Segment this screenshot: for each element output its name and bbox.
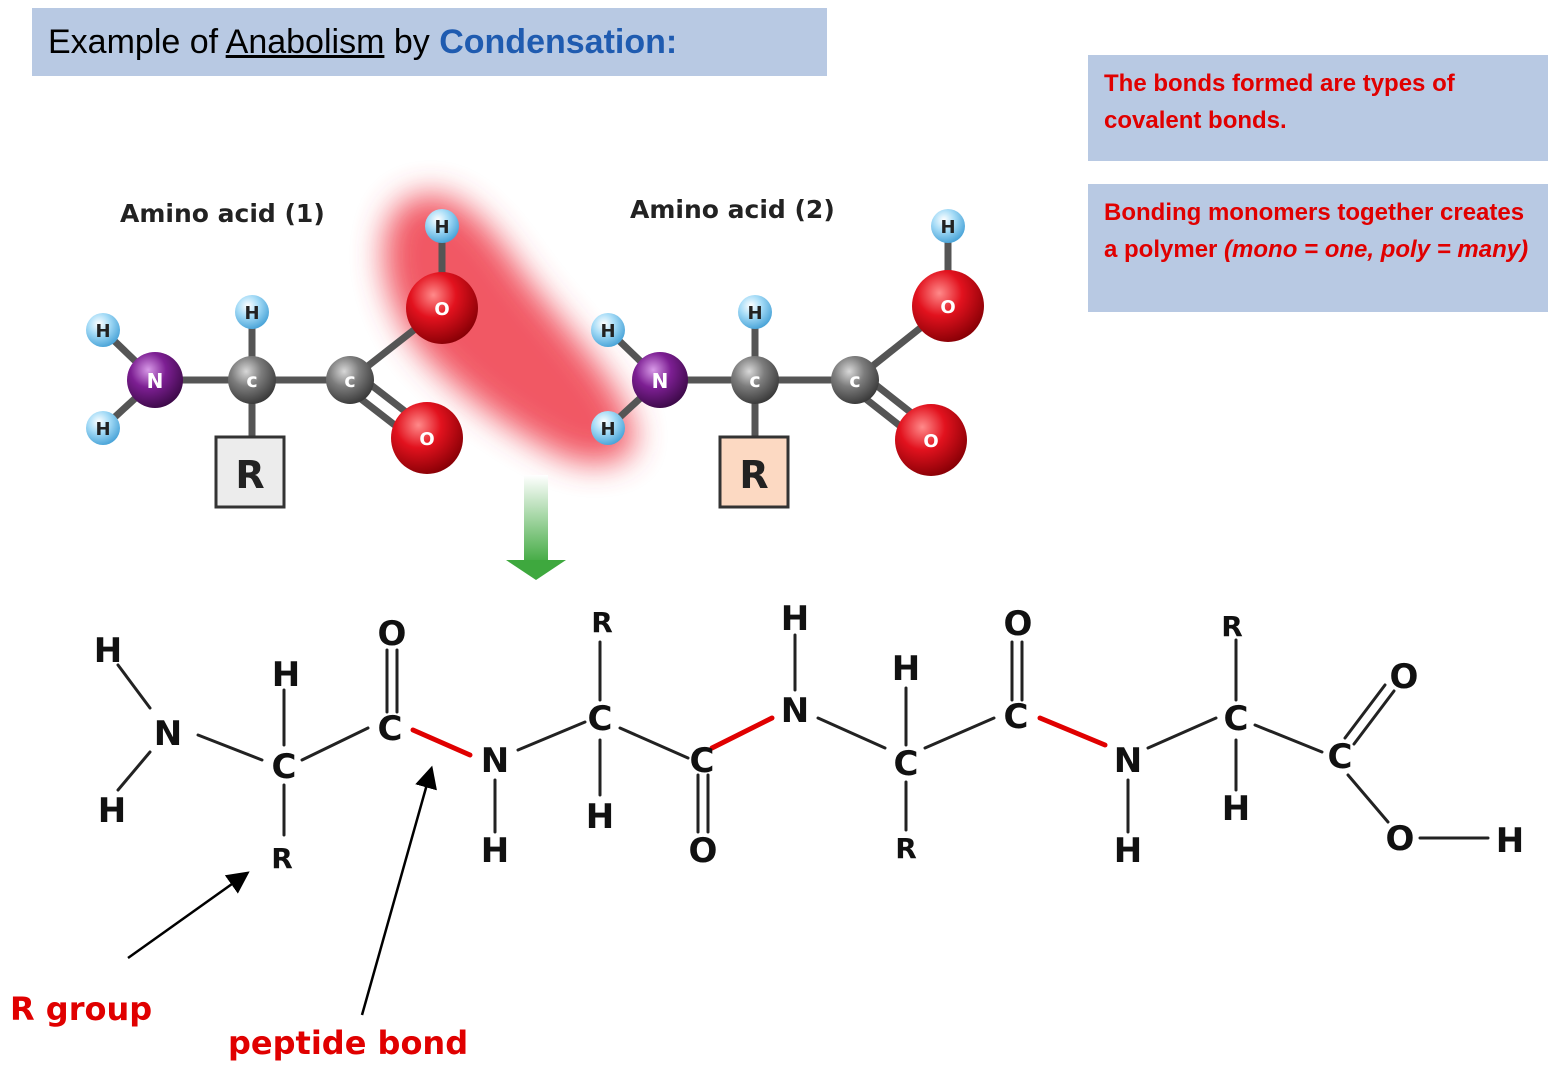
chain-o: O [1386,819,1415,859]
polymer-italic-text: (mono = one, poly = many) [1224,236,1529,263]
svg-text:H: H [940,217,955,238]
chain-c: C [1328,737,1353,777]
svg-text:O: O [940,297,955,318]
peptide-bond-arrow [360,765,437,1016]
aa2-r-label: R [739,453,768,497]
chain-h: H [781,599,809,639]
polypeptide-chain: H N H H C R O C N H R C H C O H N H C R … [94,599,1524,875]
chain-bonds [116,633,1490,840]
svg-text:H: H [244,303,259,324]
aa1-atom-h1: H [86,313,120,347]
title-middle: by [384,23,440,61]
aa2-atom-c-alpha: c [731,356,779,404]
chain-r: R [591,606,613,639]
peptide-bond-label: peptide bond [228,1024,468,1062]
title-condensation: Condensation: [439,23,678,61]
covalent-bonds-text: The bonds formed are types of covalent b… [1104,70,1455,134]
chain-c: C [894,744,919,784]
aa2-atom-c-carboxyl: c [831,356,879,404]
chain-h: H [481,831,509,871]
chain-n: N [481,741,509,781]
aa1-atom-h2: H [86,411,120,445]
svg-text:c: c [246,370,257,392]
chain-h: H [1222,789,1250,829]
water-removal-highlight [383,194,635,464]
aa2-r-box [718,435,790,509]
svg-text:c: c [849,370,860,392]
aa1-atom-c-alpha: c [228,356,276,404]
aa1-atom-h-hydroxyl: H [425,209,459,243]
aa2-atom-n: N [632,352,688,408]
chain-h: H [1114,831,1142,871]
aa2-atom-o-double: O [895,404,967,476]
chain-o: O [378,614,407,654]
chain-h: H [586,797,614,837]
amino-acid-1-label: Amino acid (1) [120,199,325,228]
chain-c: C [272,747,297,787]
svg-text:O: O [923,431,938,452]
svg-text:H: H [600,321,615,342]
aa2-atom-o-hydroxyl: O [912,270,984,342]
chain-h: H [94,631,122,671]
aa1-atom-c-carboxyl: c [326,356,374,404]
chain-o: O [689,831,718,871]
chain-h: H [892,649,920,689]
svg-text:H: H [600,419,615,440]
aa2-atom-h-hydroxyl: H [931,209,965,243]
title-prefix: Example of [48,23,226,61]
chain-h: H [98,791,126,831]
svg-text:c: c [344,370,355,392]
polymer-text: Bonding monomers together creates a poly… [1104,199,1525,263]
chain-o: O [1390,657,1419,697]
svg-text:N: N [652,369,669,393]
r-group-arrow [127,871,250,960]
aa2-atom-h2: H [591,411,625,445]
aa1-atom-h3: H [235,295,269,329]
chain-atom-labels: H N H H C R O C N H R C H C O H N H C R … [94,599,1524,875]
chain-c: C [588,699,613,739]
chain-n: N [1114,741,1142,781]
amino-acid-2: Amino acid (2) R H H N H c c O H O [591,195,984,509]
chain-h: H [1496,821,1524,861]
svg-text:H: H [95,419,110,440]
aa1-r-label: R [235,453,264,497]
aa1-atom-o-hydroxyl: O [406,272,478,344]
svg-text:O: O [434,299,449,320]
aa2-atom-h1: H [591,313,625,347]
svg-text:N: N [147,369,164,393]
chain-r: R [271,842,293,875]
svg-text:H: H [95,321,110,342]
aa1-r-box [214,435,286,509]
peptide-bonds [410,715,1108,758]
svg-text:c: c [749,370,760,392]
amino-acid-2-label: Amino acid (2) [630,195,835,224]
chain-h: H [272,655,300,695]
polymer-note: Bonding monomers together creates a poly… [1088,184,1548,312]
covalent-bonds-note: The bonds formed are types of covalent b… [1088,55,1548,161]
chain-n: N [781,691,809,731]
r-group-label: R group [10,990,152,1028]
chain-r: R [1221,610,1243,643]
aa1-atom-n: N [127,352,183,408]
aa1-atom-o-double: O [391,402,463,474]
chain-r: R [895,832,917,865]
title-box: Example of Anabolism by Condensation: [32,8,827,76]
annotation-arrows [127,765,437,1016]
svg-text:H: H [434,217,449,238]
chain-c: C [690,741,715,781]
svg-text:H: H [747,303,762,324]
reaction-arrow [506,475,566,580]
amino-acid-1: Amino acid (1) R H H N H c c O H O [86,199,478,509]
title-anabolism: Anabolism [225,23,385,61]
chain-o: O [1004,604,1033,644]
chain-n: N [154,714,182,754]
chain-c: C [1224,699,1249,739]
chain-c: C [1004,697,1029,737]
svg-text:O: O [419,429,434,450]
aa2-atom-h3: H [738,295,772,329]
chain-c: C [378,709,403,749]
